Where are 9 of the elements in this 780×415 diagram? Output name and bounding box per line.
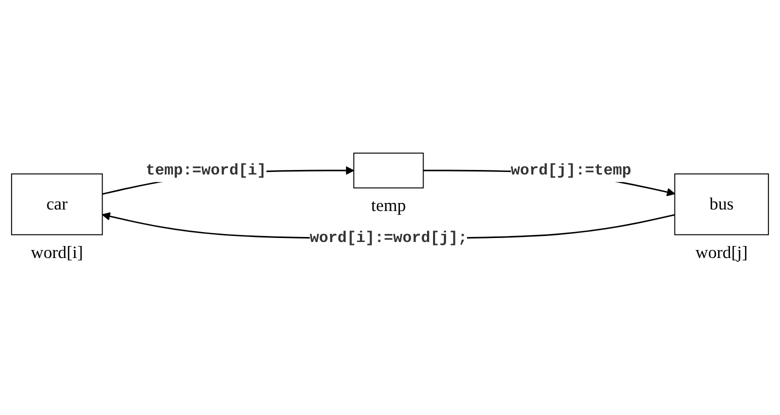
node-caption: temp [371, 196, 406, 216]
edge-label: word[i]:=word[j]; [310, 229, 468, 247]
node-caption: word[i] [30, 242, 83, 262]
node-box [353, 152, 424, 188]
node-box: bus [674, 173, 769, 236]
edge-label: temp:=word[i] [146, 162, 266, 180]
node-caption: word[j] [696, 242, 748, 262]
node-box: car [11, 173, 103, 236]
edge-label: word[j]:=temp [510, 162, 632, 180]
